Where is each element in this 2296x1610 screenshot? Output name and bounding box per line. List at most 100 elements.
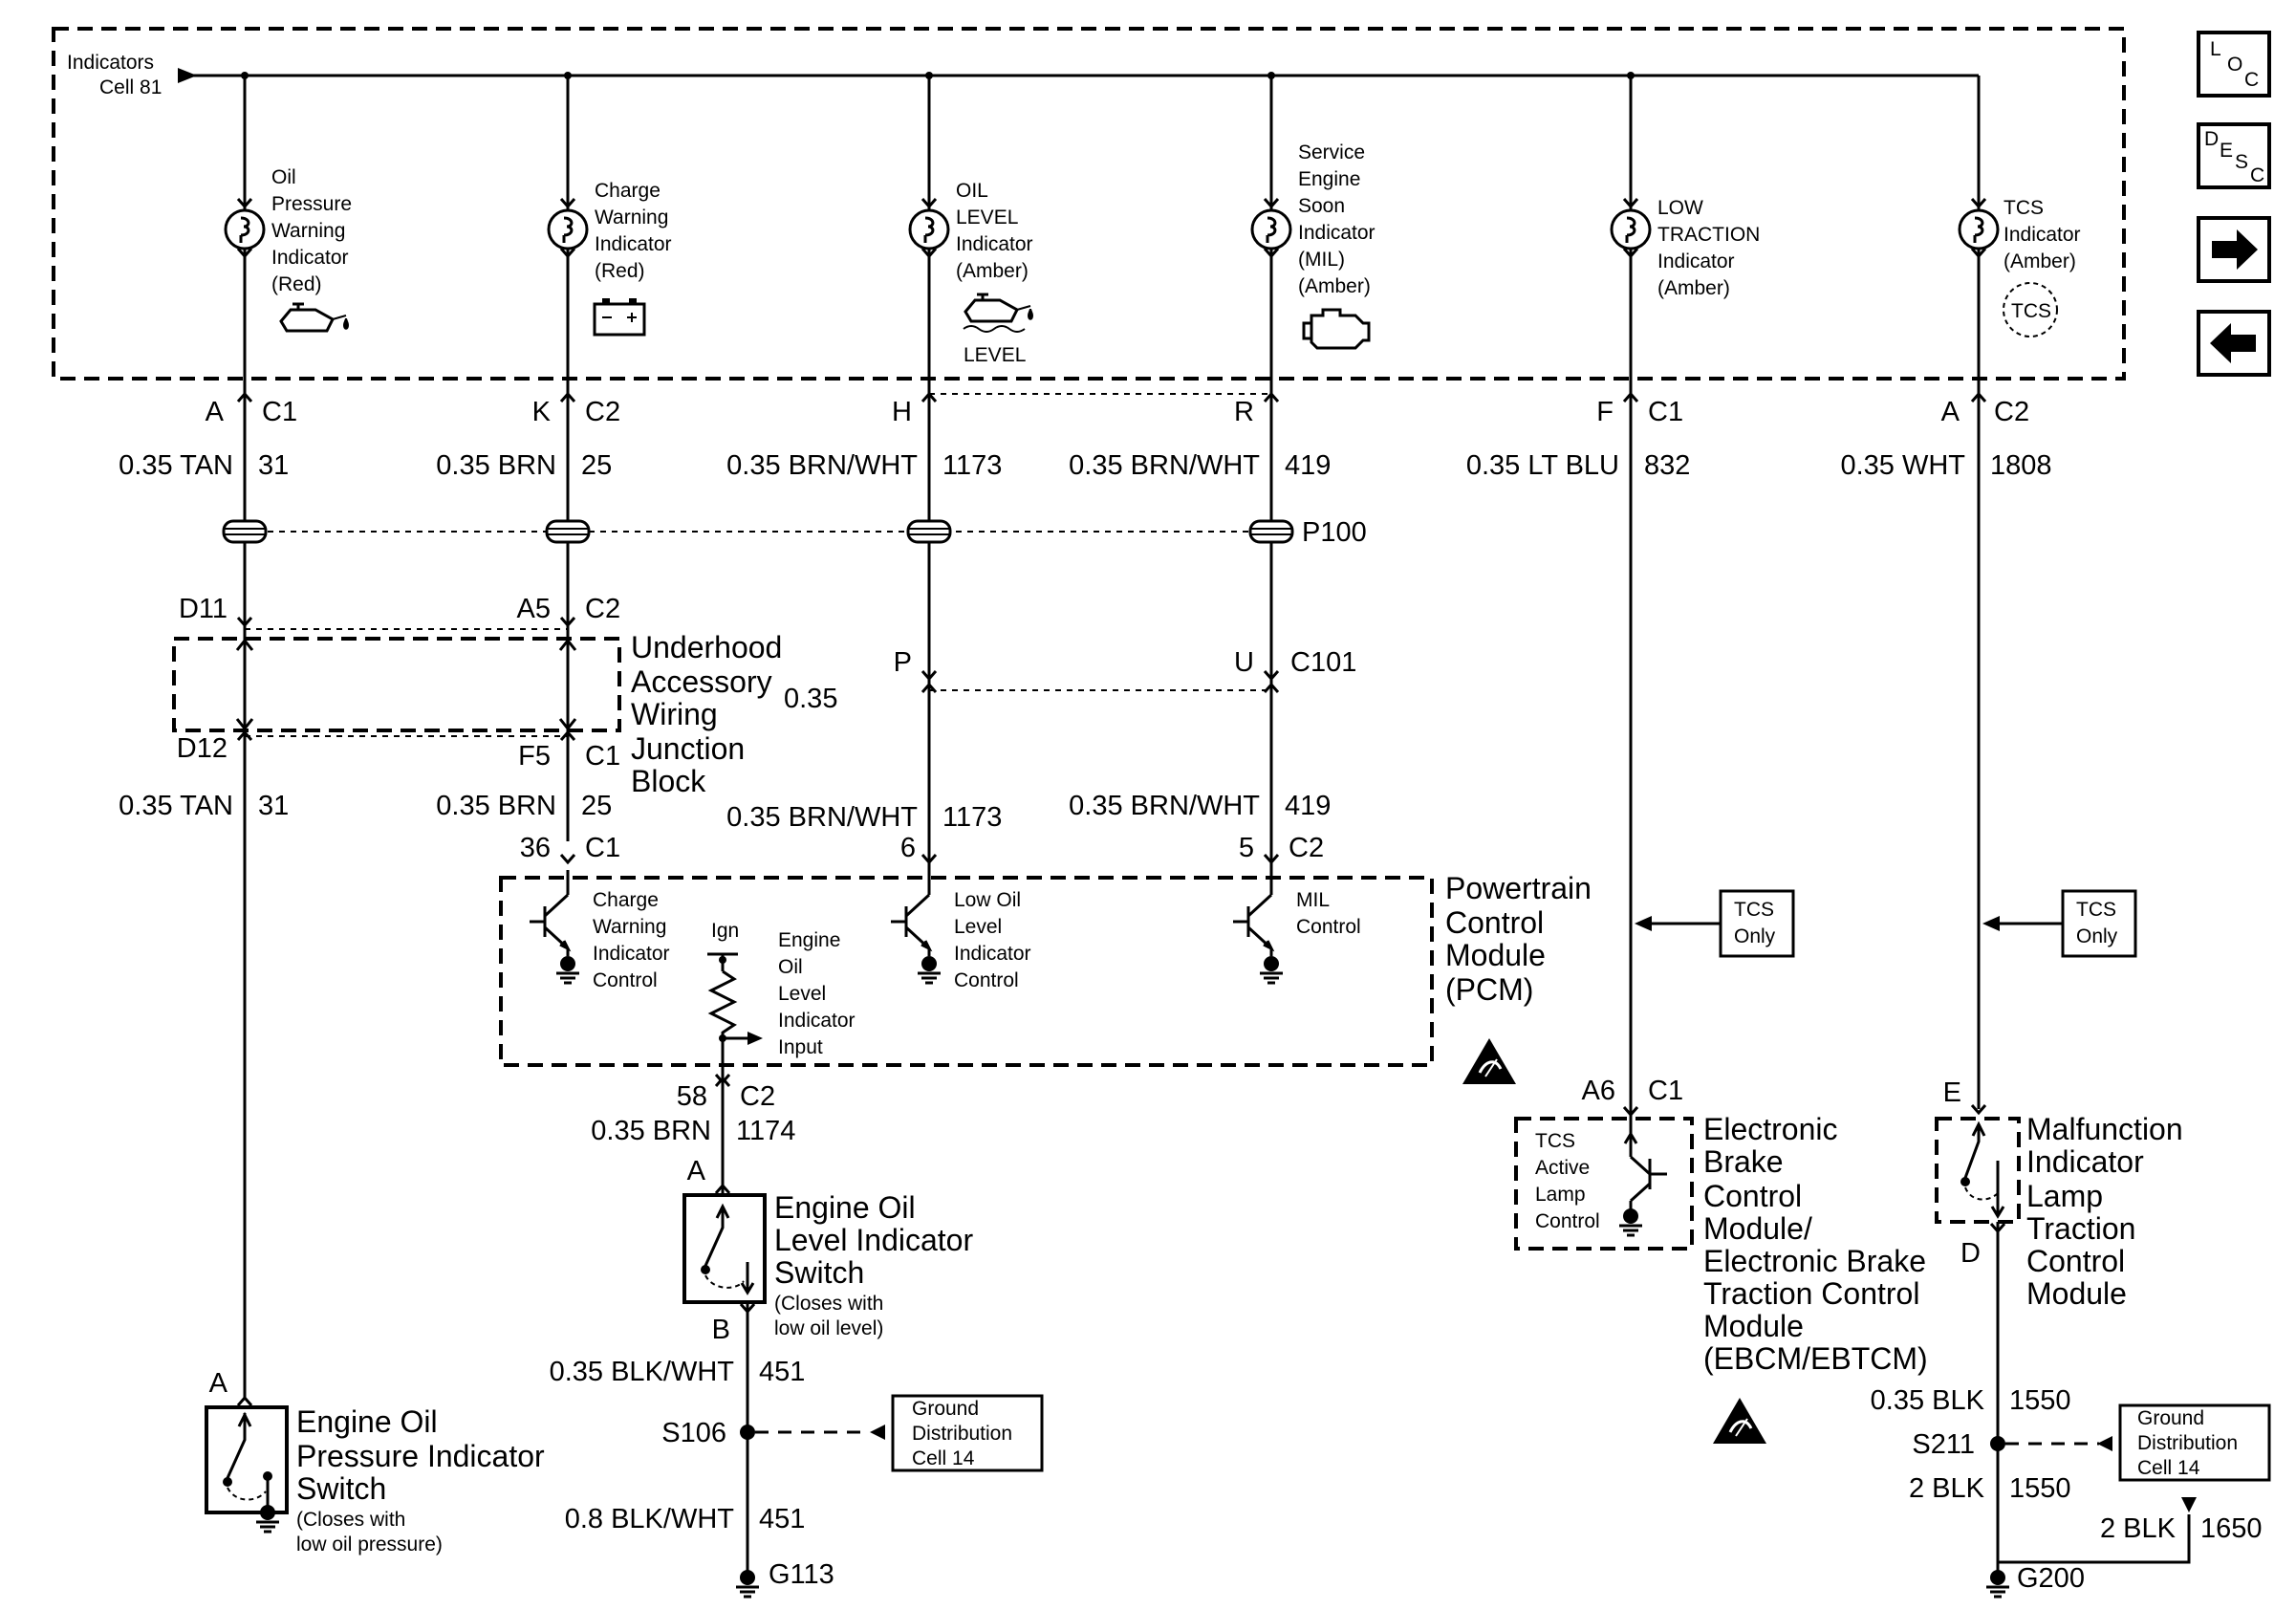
svg-text:Control: Control — [1296, 916, 1361, 938]
right-arrow-icon — [2212, 229, 2258, 270]
svg-text:S106: S106 — [661, 1418, 726, 1448]
svg-text:Indicator: Indicator — [593, 943, 670, 965]
svg-text:Indicator: Indicator — [954, 943, 1031, 965]
engine-icon — [1302, 308, 1371, 350]
pcm-pins: 36 C1 6 5 C2 — [520, 833, 1324, 864]
svg-text:(Closes with: (Closes with — [774, 1293, 883, 1315]
tcs-only-tag-ebcm: TCS Only — [1635, 889, 1795, 958]
svg-text:TCS: TCS — [2004, 197, 2044, 219]
desc-button[interactable]: D E S C — [2197, 122, 2271, 189]
svg-text:832: 832 — [1644, 450, 1690, 481]
svg-text:1550: 1550 — [2009, 1473, 2071, 1504]
svg-text:Engine: Engine — [778, 929, 840, 951]
svg-text:Module/: Module/ — [1703, 1211, 1812, 1246]
left-arrow-icon — [1982, 916, 2000, 931]
svg-text:Lamp: Lamp — [1535, 1184, 1586, 1206]
svg-text:A: A — [1941, 397, 1960, 427]
svg-text:C101: C101 — [1290, 647, 1356, 678]
svg-text:0.8 BLK/WHT: 0.8 BLK/WHT — [565, 1504, 735, 1534]
oil-pressure-switch: A Engine Oil Pressure Indicator Switch (… — [205, 1368, 545, 1556]
svg-text:(Closes with: (Closes with — [296, 1509, 405, 1531]
transistor-icon — [889, 893, 931, 950]
svg-text:1174: 1174 — [736, 1116, 795, 1146]
svg-text:E: E — [1943, 1077, 1961, 1108]
next-page-button[interactable] — [2197, 216, 2271, 283]
svg-text:31: 31 — [258, 450, 289, 481]
svg-text:Traction Control: Traction Control — [1703, 1276, 1919, 1311]
svg-text:Charge: Charge — [595, 180, 661, 202]
svg-text:D11: D11 — [179, 594, 227, 624]
svg-text:P100: P100 — [1302, 517, 1367, 548]
low-traction-lamp: LOW TRACTION Indicator (Amber) — [1610, 197, 1760, 299]
svg-text:Warning: Warning — [593, 916, 666, 938]
svg-text:Switch: Switch — [296, 1471, 386, 1506]
previous-page-button[interactable] — [2197, 310, 2271, 377]
svg-text:0.35 BRN/WHT: 0.35 BRN/WHT — [726, 450, 918, 481]
svg-text:0.35 WHT: 0.35 WHT — [1840, 450, 1965, 481]
svg-text:Indicator: Indicator — [956, 233, 1033, 255]
svg-text:R: R — [1234, 397, 1254, 427]
tcm-module: E Malfunction Indicator Lamp Traction Co… — [1871, 1077, 2271, 1599]
svg-text:Control: Control — [1703, 1179, 1802, 1213]
svg-text:Indicator: Indicator — [2004, 224, 2081, 246]
svg-text:Level Indicator: Level Indicator — [774, 1223, 973, 1257]
battery-icon — [593, 298, 646, 337]
tcs-icon: TCS — [2003, 282, 2058, 337]
svg-text:31: 31 — [258, 791, 289, 821]
svg-text:C2: C2 — [585, 594, 620, 624]
svg-text:Electronic Brake: Electronic Brake — [1703, 1244, 1926, 1278]
svg-text:451: 451 — [759, 1357, 805, 1387]
svg-text:1173: 1173 — [942, 450, 1002, 481]
svg-text:Underhood: Underhood — [631, 630, 782, 664]
svg-text:419: 419 — [1285, 450, 1331, 481]
loc-button[interactable]: L O C — [2197, 31, 2271, 98]
svg-text:C: C — [2244, 69, 2259, 91]
svg-text:Distribution: Distribution — [2137, 1432, 2238, 1454]
svg-text:C: C — [2250, 164, 2264, 186]
left-arrow-icon — [1635, 916, 1652, 931]
svg-text:419: 419 — [1285, 791, 1331, 821]
svg-text:(EBCM/EBTCM): (EBCM/EBTCM) — [1703, 1341, 1928, 1376]
indicators-source-label: Indicators — [67, 52, 154, 74]
svg-text:C2: C2 — [740, 1081, 775, 1112]
svg-text:Low Oil: Low Oil — [954, 889, 1021, 911]
svg-text:Brake: Brake — [1703, 1144, 1784, 1179]
svg-text:Cell 14: Cell 14 — [2137, 1457, 2200, 1479]
svg-text:451: 451 — [759, 1504, 805, 1534]
svg-text:C1: C1 — [262, 397, 297, 427]
svg-text:A: A — [687, 1156, 706, 1186]
svg-text:(Amber): (Amber) — [2004, 250, 2076, 272]
svg-text:LEVEL: LEVEL — [956, 207, 1018, 228]
svg-text:Warning: Warning — [271, 220, 345, 242]
svg-text:G113: G113 — [769, 1559, 834, 1590]
svg-text:Malfunction: Malfunction — [2026, 1112, 2183, 1146]
top-connectors: A C1 K C2 H R F C1 A C2 — [206, 392, 2029, 427]
esd-warning-icon — [1711, 1396, 1768, 1446]
svg-text:Oil: Oil — [271, 166, 296, 188]
svg-text:TCS: TCS — [1734, 899, 1774, 921]
svg-text:Indicator: Indicator — [595, 233, 672, 255]
svg-text:25: 25 — [581, 791, 612, 821]
svg-text:Indicator: Indicator — [1657, 250, 1735, 272]
svg-text:Cell 14: Cell 14 — [912, 1447, 975, 1469]
svg-text:Charge: Charge — [593, 889, 659, 911]
svg-text:0.35 BRN/WHT: 0.35 BRN/WHT — [1069, 450, 1260, 481]
svg-text:Level: Level — [954, 916, 1002, 938]
svg-text:0.35 BLK: 0.35 BLK — [1871, 1385, 1985, 1416]
svg-text:Only: Only — [2076, 925, 2118, 947]
svg-text:F: F — [1596, 397, 1614, 427]
svg-text:(MIL): (MIL) — [1298, 249, 1345, 271]
ground-arrow-icon — [2097, 1436, 2112, 1451]
input-arrow-icon — [747, 1032, 763, 1045]
svg-text:Wiring: Wiring — [631, 697, 718, 731]
svg-text:0.35 BRN: 0.35 BRN — [436, 450, 556, 481]
svg-text:Input: Input — [778, 1036, 823, 1058]
service-engine-soon-lamp: Service Engine Soon Indicator (MIL) (Amb… — [1250, 141, 1375, 350]
svg-text:TCS: TCS — [1535, 1130, 1575, 1152]
svg-text:Ground: Ground — [912, 1398, 979, 1420]
svg-text:Only: Only — [1734, 925, 1776, 947]
svg-text:A6: A6 — [1582, 1076, 1615, 1106]
svg-text:0.35 TAN: 0.35 TAN — [119, 791, 233, 821]
oil-level-icon: LEVEL — [963, 293, 1034, 366]
c101-connector: P U C101 — [894, 647, 1356, 694]
